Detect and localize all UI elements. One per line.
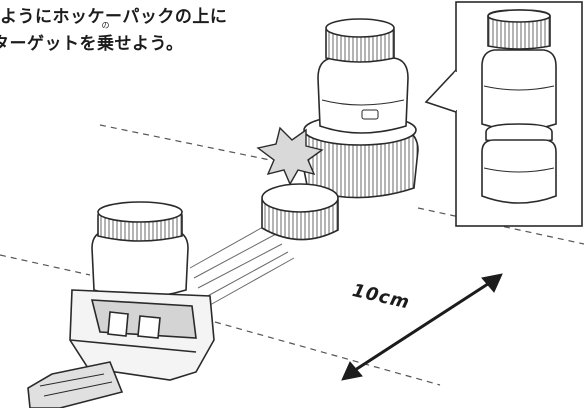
- hockey-puck-icon: [261, 183, 339, 241]
- instruction-text: ようにホッケーパックの上に ターゲットをの乗せよう。: [0, 4, 227, 58]
- instruction-line-2-b: せよう。: [114, 34, 184, 54]
- impact-burst-icon: [256, 126, 324, 186]
- instruction-line-2-a: ターゲットを: [0, 34, 97, 54]
- launcher-icon: [27, 201, 215, 408]
- instruction-line-1: ようにホッケーパックの上に: [0, 7, 228, 27]
- instruction-line-2: ターゲットをの乗せよう。: [0, 21, 227, 58]
- target-bottle-icon: [299, 18, 419, 199]
- kanji: 乗: [97, 34, 115, 54]
- motion-lines: [189, 221, 295, 306]
- callout-box: [424, 1, 583, 227]
- guide-line-far: [99, 124, 584, 245]
- guide-line-near: [0, 254, 441, 386]
- furigana: の: [101, 21, 110, 30]
- ruby-kanji: の乗: [97, 21, 115, 58]
- distance-arrow-icon: [341, 273, 503, 381]
